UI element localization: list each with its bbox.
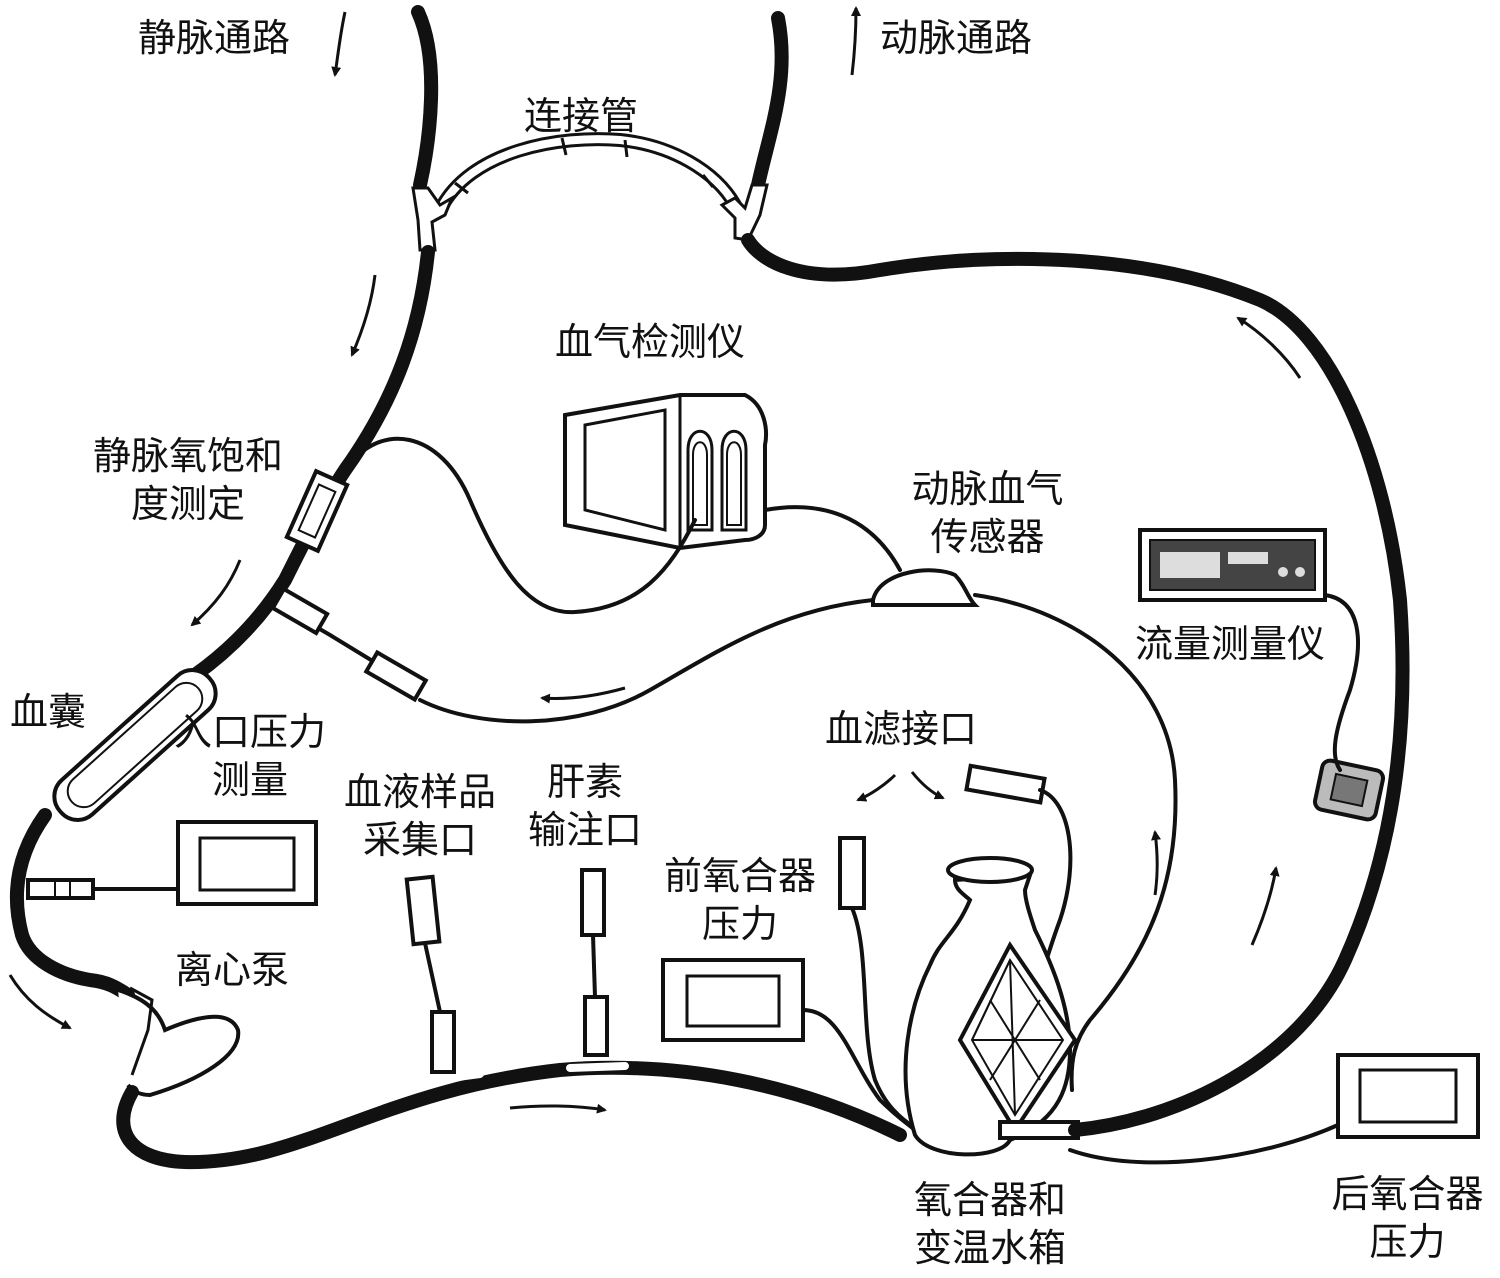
- arterial-gas-sensor: [871, 568, 980, 607]
- flow-meter-probe: [1312, 758, 1386, 822]
- label-arterial-path: 动脉通路: [880, 16, 1033, 60]
- label-pre-oxygenator: 前氧合器 压力: [645, 852, 835, 948]
- label-venous-saturation: 静脉氧饱和 度测定: [78, 432, 298, 528]
- label-arterial-gas-sensor-line2: 传感器: [930, 515, 1045, 559]
- post-oxygenator-pressure-monitor: [1068, 1053, 1480, 1165]
- label-arterial-gas-sensor: 动脉血气 传感器: [900, 465, 1075, 561]
- analyzer-cables: [343, 436, 902, 615]
- label-heparin-port-line1: 肝素: [546, 760, 623, 804]
- label-oxygenator-line1: 氧合器和: [913, 1178, 1066, 1222]
- label-post-oxygenator: 后氧合器 压力: [1315, 1170, 1500, 1266]
- blood-gas-analyzer: [563, 393, 768, 551]
- label-heparin-port: 肝素 输注口: [510, 758, 660, 854]
- label-pre-oxygenator-line2: 压力: [701, 902, 778, 946]
- heparin-port: [580, 868, 609, 1057]
- label-pre-oxygenator-line1: 前氧合器: [663, 854, 816, 898]
- label-inlet-pressure: 入口压力 测量: [160, 708, 340, 804]
- label-hemofilter-port: 血滤接口: [825, 707, 978, 751]
- venous-access-tube: [411, 5, 439, 192]
- venous-sample-branch: [268, 586, 429, 703]
- label-blood-gas-analyzer: 血气检测仪: [555, 320, 746, 364]
- label-arterial-gas-sensor-line1: 动脉血气: [911, 467, 1064, 511]
- label-inlet-pressure-line2: 测量: [211, 758, 288, 802]
- label-post-oxygenator-line2: 压力: [1369, 1220, 1446, 1264]
- pump-inlet-tube: [10, 808, 135, 1002]
- flow-arrows: [8, 6, 1302, 1114]
- blood-sample-port: [404, 874, 456, 1074]
- label-heparin-port-line2: 输注口: [527, 808, 642, 852]
- arterial-access-tube: [751, 11, 789, 192]
- blood-bag: [52, 668, 218, 822]
- label-sample-port-line2: 采集口: [362, 818, 477, 862]
- label-connector-tube: 连接管: [524, 94, 639, 138]
- inlet-pressure-monitor: [176, 820, 318, 906]
- label-venous-saturation-line1: 静脉氧饱和: [92, 434, 283, 478]
- oxygenator: [903, 856, 1080, 1157]
- label-oxygenator-line2: 变温水箱: [913, 1226, 1066, 1270]
- label-post-oxygenator-line1: 后氧合器: [1331, 1172, 1484, 1216]
- label-blood-bag: 血囊: [10, 690, 87, 734]
- arterial-return-tube: [741, 233, 1410, 1137]
- label-sample-port: 血液样品 采集口: [330, 768, 510, 864]
- venous-saturation-probe: [284, 468, 350, 554]
- label-venous-saturation-line2: 度测定: [130, 482, 245, 526]
- pump-outlet-tube: [116, 1060, 907, 1170]
- venous-y-connector: [411, 186, 456, 252]
- inlet-pressure-connector: [26, 878, 182, 900]
- label-inlet-pressure-line1: 入口压力: [173, 710, 326, 754]
- centrifugal-pump: [117, 986, 241, 1098]
- connector-tube: [433, 132, 742, 217]
- hemofilter-port-left: [838, 836, 917, 1130]
- flow-meter: [1138, 528, 1360, 772]
- recirculation-line: [418, 593, 1178, 1092]
- label-venous-path: 静脉通路: [138, 16, 291, 60]
- pre-oxygenator-pressure-monitor: [661, 958, 917, 1132]
- label-sample-port-line1: 血液样品: [343, 770, 496, 814]
- label-oxygenator: 氧合器和 变温水箱: [895, 1176, 1085, 1272]
- label-centrifugal-pump: 离心泵: [175, 948, 290, 992]
- arterial-y-connector: [719, 183, 769, 242]
- label-flow-meter: 流量测量仪: [1135, 622, 1326, 666]
